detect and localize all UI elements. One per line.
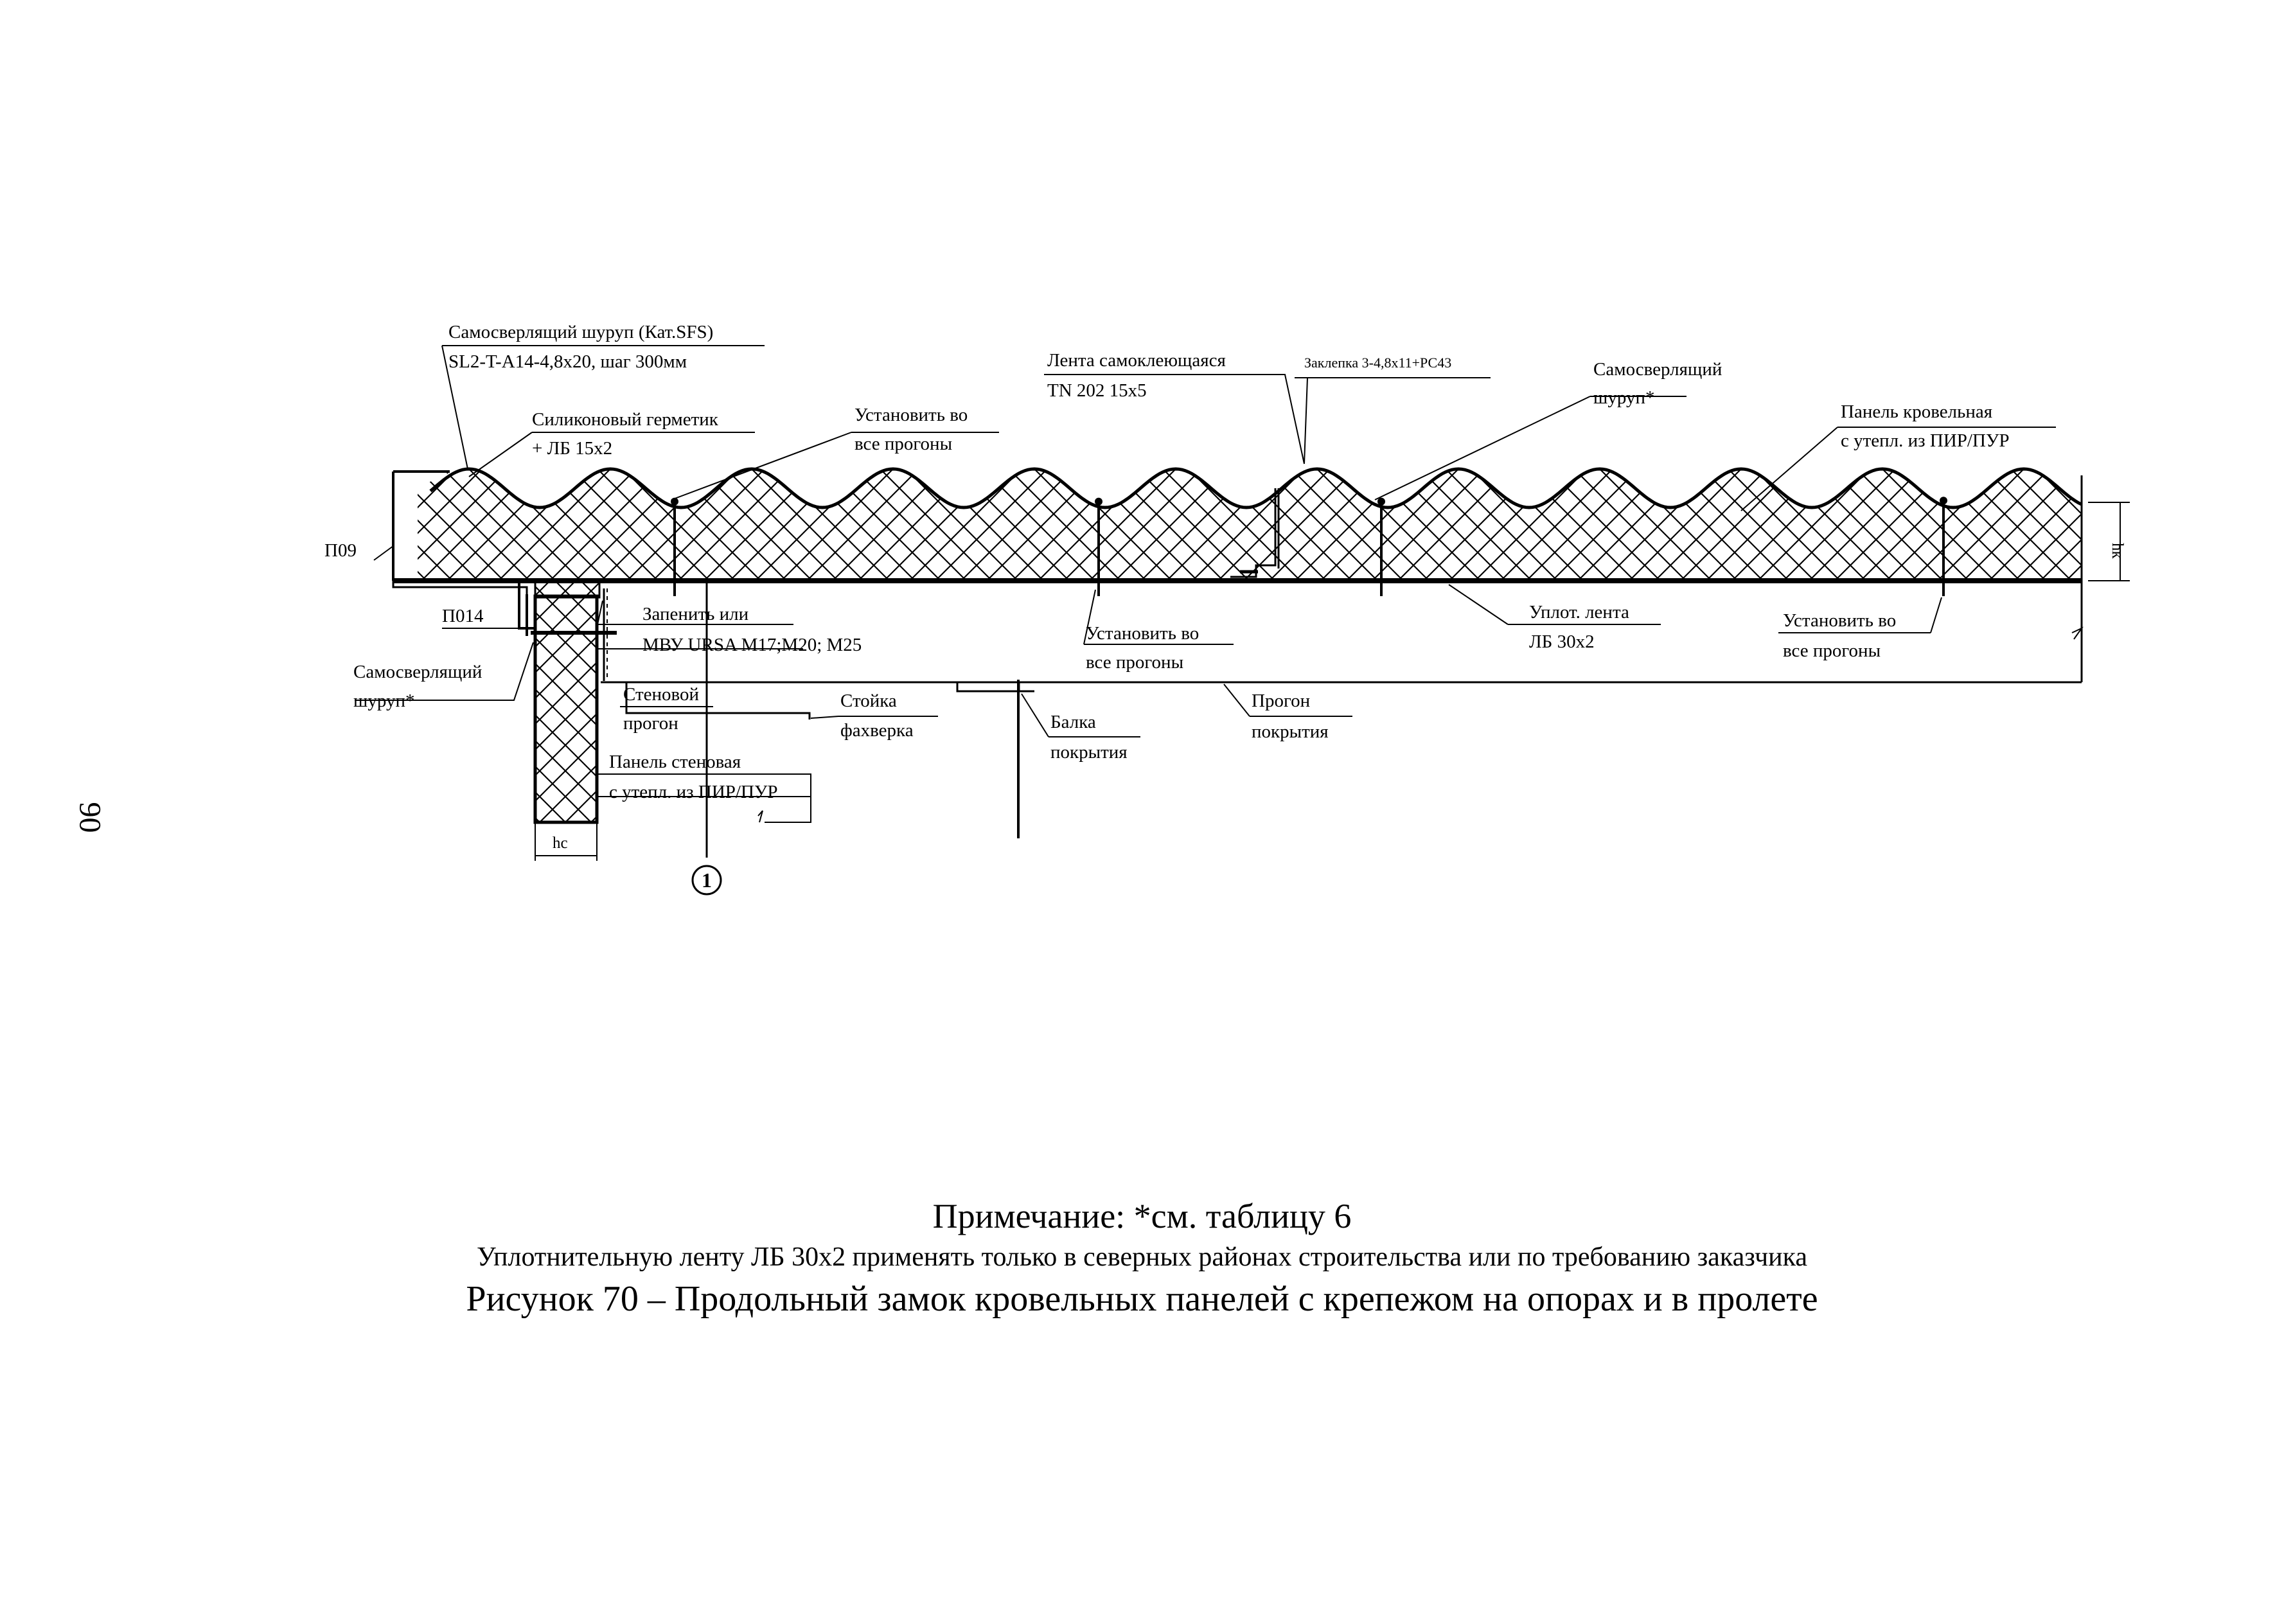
screw-sfs-label: Самосверлящий шуруп (Кат.SFS) — [448, 322, 713, 342]
roof-beam-label-2: покрытия — [1050, 742, 1128, 763]
fill-label-1: Запенить или — [642, 604, 748, 624]
wall-panel — [533, 594, 599, 824]
hk-dimension: hк — [2088, 502, 2130, 581]
tape-spec-label: TN 202 15х5 — [1047, 380, 1147, 401]
screw-top-label-1: Самосверлящий — [1593, 359, 1722, 380]
wall-panel-label-2: с утепл. из ПИР/ПУР — [609, 782, 778, 802]
wall-assembly: hc — [518, 579, 811, 861]
roof-purlin-label-1: Прогон — [1252, 691, 1310, 711]
axis-marker: 1 — [691, 865, 722, 896]
wall-panel-label-1: Панель стеновая — [609, 752, 741, 772]
leader-lines — [355, 345, 2056, 823]
p014-label: П014 — [442, 606, 484, 626]
roof-purlin-label-2: покрытия — [1252, 721, 1329, 742]
longitudinal-lock — [1230, 488, 1280, 578]
fastener-head-2 — [1095, 497, 1102, 506]
rivet-label: Заклепка 3-4,8х11+РС43 — [1304, 355, 1451, 371]
fill-label-2: МВУ URSA M17;M20; M25 — [642, 635, 862, 655]
wall-purlin-label-1: Стеновой — [623, 684, 699, 705]
roof-panel-insulation — [418, 469, 2082, 581]
install-c-label-1: Установить во — [1783, 610, 1896, 631]
figure-caption: Рисунок 70 – Продольный замок кровельных… — [466, 1279, 1818, 1319]
screw-left-label-1: Самосверлящий — [353, 662, 482, 682]
framework-post-label-2: фахверка — [840, 720, 914, 741]
p09-label: П09 — [324, 540, 357, 561]
page-number: 90 — [73, 802, 107, 833]
roof-beam-label-1: Балка — [1050, 712, 1096, 732]
roof-panel-label-1: Панель кровельная — [1841, 402, 1992, 422]
flashing-p09 — [392, 581, 528, 594]
wall-panel-cap — [534, 579, 601, 599]
lb15-label: + ЛБ 15х2 — [532, 438, 612, 459]
install-c-label-2: все прогоны — [1783, 640, 1881, 661]
roof-panel-profiled-sheet — [429, 467, 2083, 509]
roof-purlin — [601, 579, 2084, 684]
hk-label: hк — [2109, 543, 2126, 560]
install-a-label-1: Установить во — [854, 405, 968, 425]
wall-purlin-label-2: прогон — [623, 713, 678, 734]
roof-beam — [956, 680, 1034, 838]
annotations: Самосверлящий шуруп (Кат.SFS) SL2-T-A14-… — [324, 322, 2010, 802]
framework-post-label-1: Стойка — [840, 691, 897, 711]
tape-label: Лента самоклеющаяся — [1047, 350, 1226, 371]
screw-top-label-2: шуруп* — [1593, 387, 1654, 408]
roof-panel — [392, 467, 2083, 594]
silicone-label: Силиконовый герметик — [532, 409, 719, 430]
install-a-label-2: все прогоны — [854, 434, 952, 454]
screw-spec-label: SL2-T-A14-4,8x20, шаг 300мм — [448, 351, 687, 372]
screw-left-label-2: шуруп* — [353, 691, 414, 711]
hc-label: hc — [553, 834, 568, 852]
roof-panel-label-2: с утепл. из ПИР/ПУР — [1841, 430, 2010, 451]
seal-tape-label-2: ЛБ 30х2 — [1529, 631, 1595, 652]
fastener-head-4 — [1940, 497, 1947, 505]
axis-circle — [691, 865, 722, 896]
seal-tape-label-1: Уплот. лента — [1529, 602, 1629, 622]
restriction-note: Уплотнительную ленту ЛБ 30х2 применять т… — [476, 1242, 1807, 1272]
fastener-head-3 — [1377, 497, 1385, 506]
install-b-label-1: Установить во — [1086, 623, 1199, 644]
axis-label: 1 — [702, 869, 712, 892]
note: Примечание: *см. таблицу 6 — [932, 1197, 1352, 1235]
install-b-label-2: все прогоны — [1086, 652, 1183, 673]
